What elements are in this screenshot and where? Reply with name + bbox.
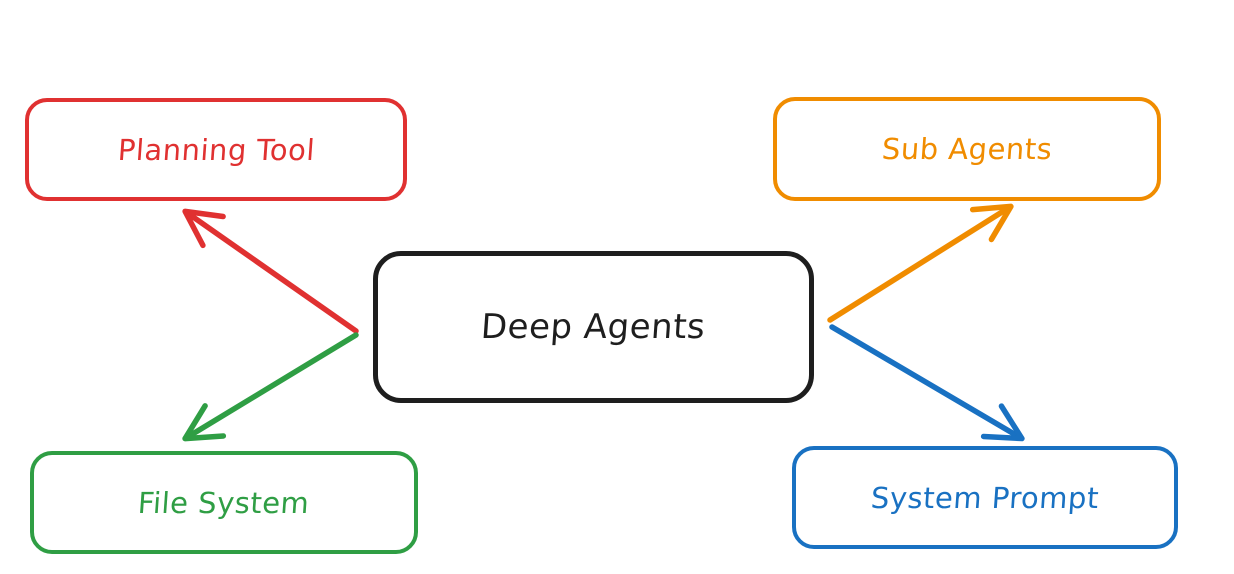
node-sub-agents-label: Sub Agents [880,132,1054,166]
node-deep-agents: Deep Agents [373,251,814,403]
node-sub-agents: Sub Agents [773,97,1161,201]
node-file-system-label: File System [137,485,311,520]
node-file-system: File System [30,451,418,554]
edge-deep-agents-to-planning-tool [182,208,359,334]
node-system-prompt: System Prompt [792,446,1178,549]
node-system-prompt-label: System Prompt [869,480,1101,515]
edge-deep-agents-to-sub-agents [827,203,1014,323]
node-planning-tool-label: Planning Tool [116,132,316,167]
edge-deep-agents-to-file-system [182,332,359,442]
edge-deep-agents-to-system-prompt [829,324,1025,442]
node-planning-tool: Planning Tool [25,98,407,201]
node-deep-agents-label: Deep Agents [479,307,708,347]
